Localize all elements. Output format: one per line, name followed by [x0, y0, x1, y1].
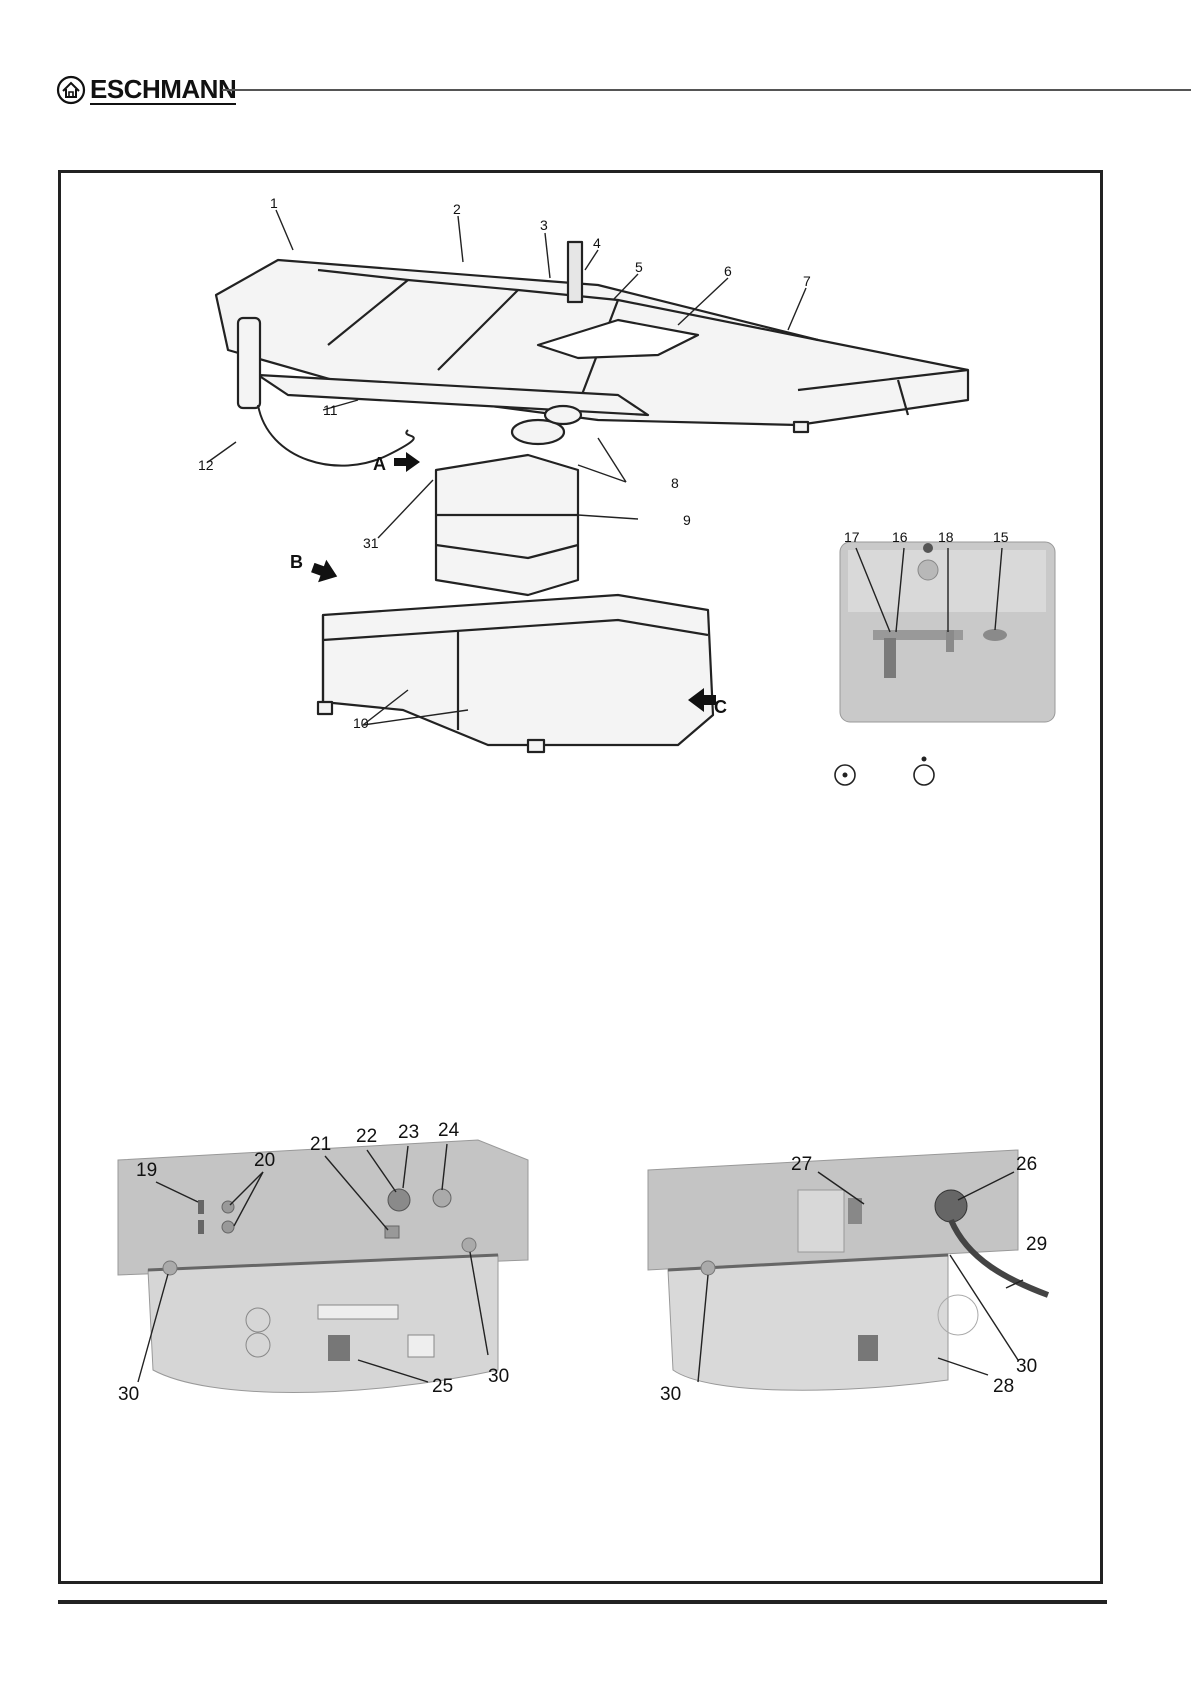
- circle-with-top-dot-icon: [914, 757, 934, 786]
- operating-table-drawing: 1 2 3 4 5 6 7 8 9 10 11 12 31 A B C 17 1…: [58, 170, 1103, 1584]
- callout-15: 15: [993, 529, 1009, 545]
- view-arrow-a-icon: [394, 452, 420, 472]
- callout-9: 9: [683, 512, 691, 528]
- callout-19: 19: [136, 1160, 157, 1181]
- callout-29: 29: [1026, 1234, 1047, 1255]
- view-label-c: C: [714, 697, 727, 717]
- callout-10: 10: [353, 715, 369, 731]
- callout-21: 21: [310, 1134, 331, 1155]
- eschmann-logo-icon: [56, 75, 86, 105]
- callout-30-left-a: 30: [118, 1384, 139, 1405]
- callout-20: 20: [254, 1150, 275, 1171]
- right-panel-photo: [648, 1150, 1048, 1390]
- circle-with-center-dot-icon: [835, 765, 855, 785]
- callout-22: 22: [356, 1126, 377, 1147]
- callout-6: 6: [724, 263, 732, 279]
- callout-30-left-b: 30: [488, 1366, 509, 1387]
- footer-rule: [58, 1600, 1107, 1604]
- callout-5: 5: [635, 259, 643, 275]
- left-panel-photo: [118, 1140, 528, 1393]
- callout-4: 4: [593, 235, 601, 251]
- callout-23: 23: [398, 1122, 419, 1143]
- brand-name: ESCHMANN: [90, 75, 236, 105]
- view-label-a: A: [373, 454, 386, 474]
- callout-28: 28: [993, 1376, 1014, 1397]
- callout-30-right-a: 30: [660, 1384, 681, 1405]
- callout-30-right-b: 30: [1016, 1356, 1037, 1377]
- view-arrow-b-icon: [309, 556, 342, 587]
- callout-27: 27: [791, 1154, 812, 1175]
- callout-17: 17: [844, 529, 860, 545]
- callout-3: 3: [540, 217, 548, 233]
- callout-8: 8: [671, 475, 679, 491]
- callout-12: 12: [198, 457, 214, 473]
- header-rule: [222, 89, 1191, 91]
- callout-25: 25: [432, 1376, 453, 1397]
- callout-16: 16: [892, 529, 908, 545]
- callout-2: 2: [453, 201, 461, 217]
- callout-24: 24: [438, 1120, 460, 1141]
- view-label-b: B: [290, 552, 303, 572]
- callout-26: 26: [1016, 1154, 1037, 1175]
- callout-18: 18: [938, 529, 954, 545]
- brand-logo: ESCHMANN: [56, 74, 236, 106]
- callout-11: 11: [323, 402, 338, 418]
- callout-7: 7: [803, 273, 811, 289]
- callout-1: 1: [270, 195, 278, 211]
- callout-31: 31: [363, 535, 379, 551]
